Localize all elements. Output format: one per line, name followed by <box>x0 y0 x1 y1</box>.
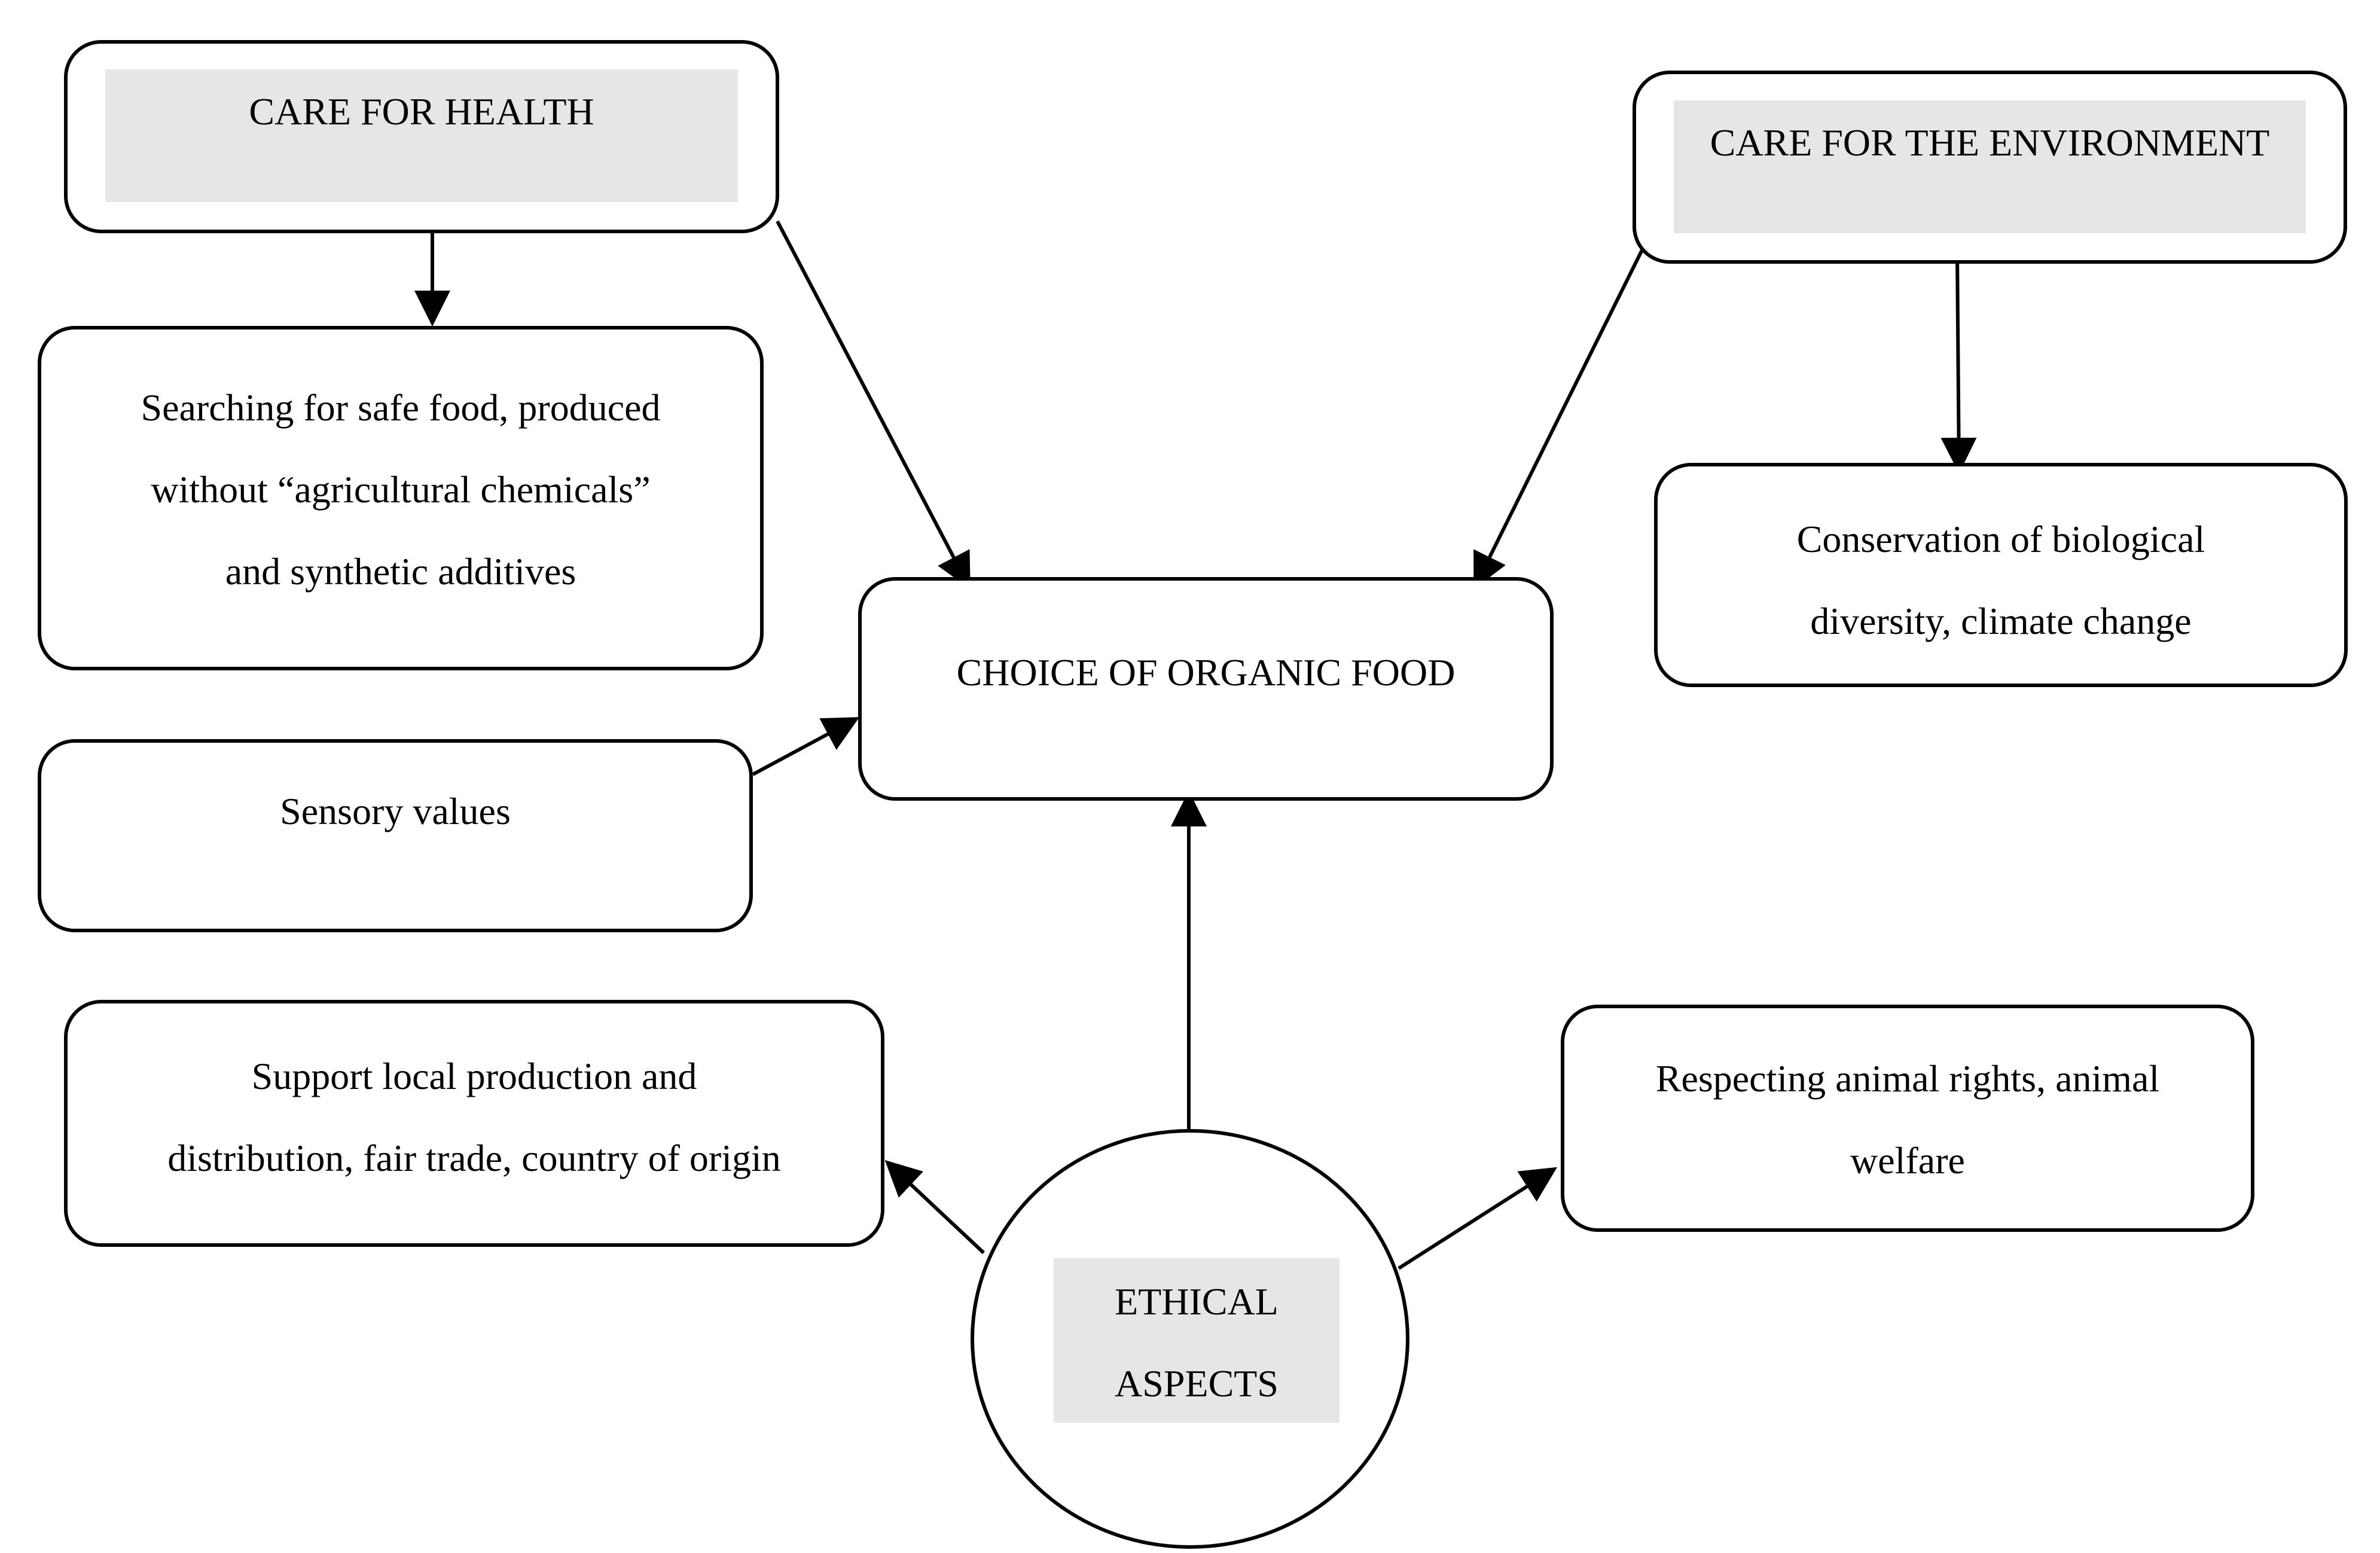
arrow-sensory-to-choice <box>752 717 860 776</box>
care-for-health-label: CARE FOR HEALTH <box>249 90 594 133</box>
local-production-node <box>64 1000 884 1247</box>
sensory-values-node <box>38 739 753 932</box>
care-for-environment-highlight <box>1674 100 2306 233</box>
ethical-aspects-highlight <box>1054 1258 1339 1423</box>
arrow-ethical-to-local <box>884 1160 985 1255</box>
arrow-environment-to-choice <box>1473 249 1644 590</box>
local-production-line-1: Support local production and <box>251 1055 697 1097</box>
ethical-aspects-line-1: ETHICAL <box>1115 1280 1279 1323</box>
animal-rights-line-2: welfare <box>1850 1139 1965 1182</box>
animal-rights-node <box>1561 1005 2254 1232</box>
sensory-values-label: Sensory values <box>280 790 511 832</box>
local-production-line-2: distribution, fair trade, country of ori… <box>167 1137 781 1179</box>
safe-food-line-1: Searching for safe food, produced <box>141 386 661 429</box>
arrow-health-to-choice <box>776 220 971 590</box>
conservation-node <box>1654 463 2348 687</box>
choice-of-organic-food-label: CHOICE OF ORGANIC FOOD <box>956 651 1456 694</box>
conservation-line-1: Conservation of biological <box>1796 518 2205 560</box>
care-for-health-highlight <box>105 69 738 202</box>
ethical-aspects-line-2: ASPECTS <box>1115 1362 1279 1405</box>
animal-rights-line-1: Respecting animal rights, animal <box>1655 1057 2160 1100</box>
safe-food-line-2: without “agricultural chemicals” <box>151 468 651 511</box>
arrow-ethical-to-animal <box>1398 1167 1558 1270</box>
choice-of-organic-food-node <box>858 577 1554 801</box>
safe-food-line-3: and synthetic additives <box>225 550 576 593</box>
arrow-environment-to-conservation <box>1940 251 1977 474</box>
care-for-environment-label: CARE FOR THE ENVIRONMENT <box>1710 121 2270 164</box>
safe-food-node <box>38 326 764 670</box>
conservation-line-2: diversity, climate change <box>1810 600 2192 642</box>
